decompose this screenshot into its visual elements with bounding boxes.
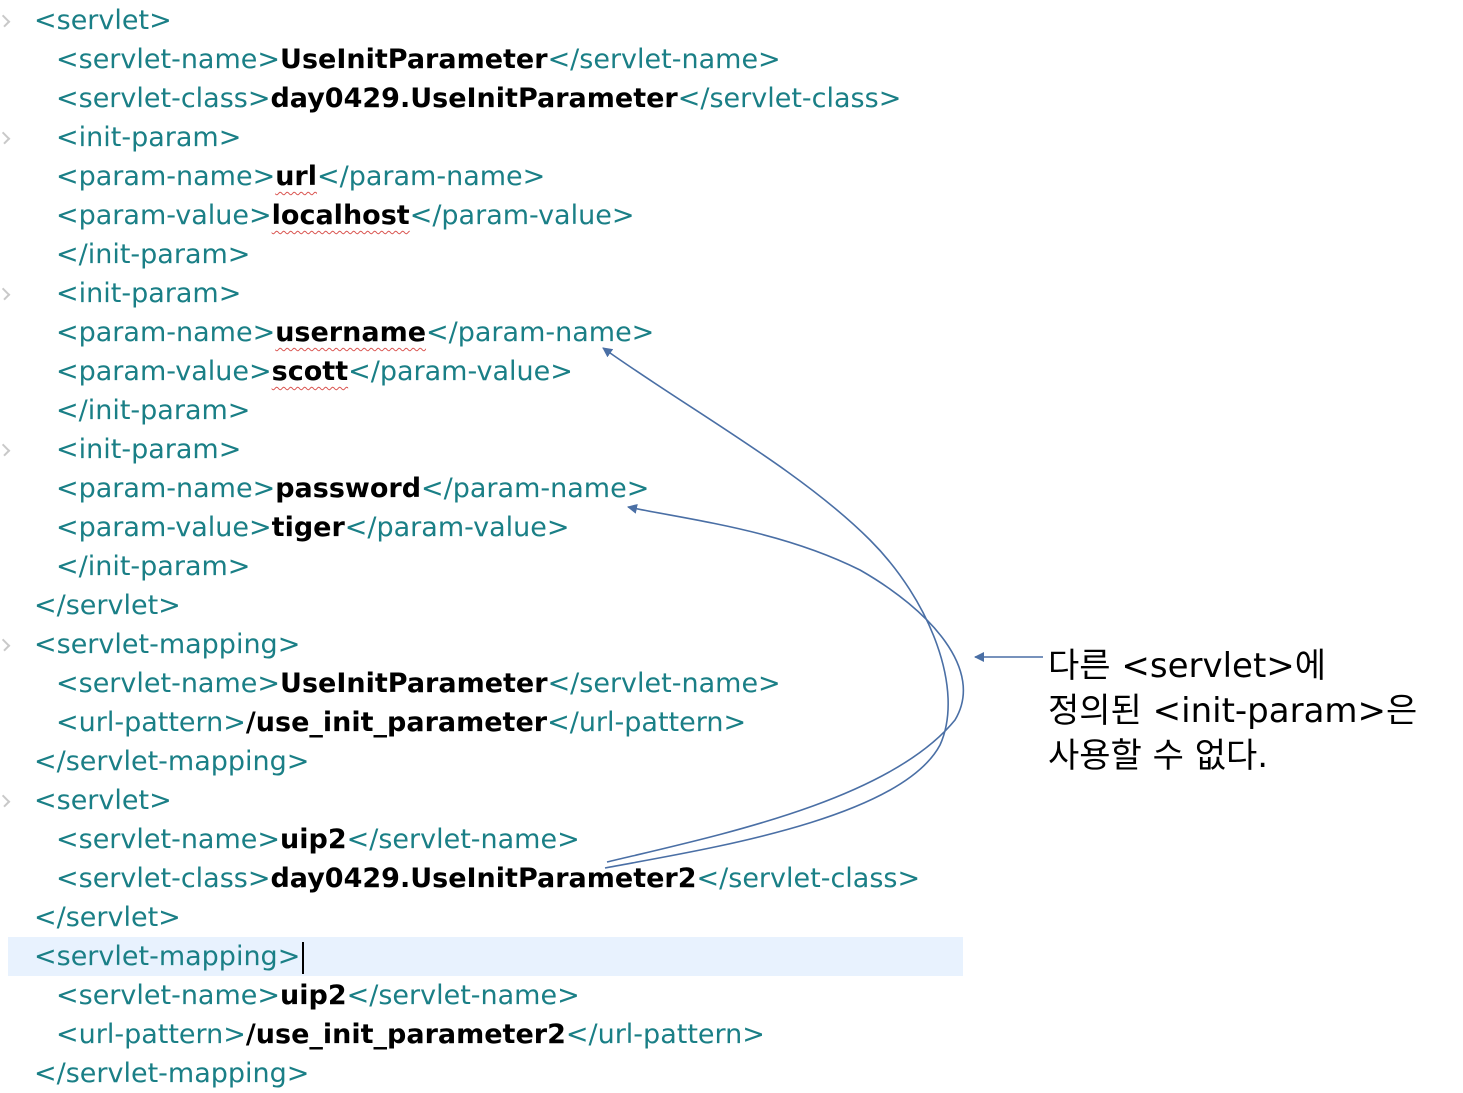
xml-tag: <init-param>	[56, 278, 242, 309]
xml-text: scott	[271, 356, 349, 387]
xml-text: username	[275, 317, 427, 348]
xml-tag: <url-pattern>	[56, 1019, 246, 1050]
annotation-line: 정의된 <init-param>은	[1048, 691, 1418, 731]
xml-tag: <servlet-name>	[56, 980, 281, 1011]
xml-tag: </init-param>	[56, 395, 251, 426]
text-cursor	[302, 941, 305, 974]
xml-tag: <servlet-name>	[56, 824, 281, 855]
fold-marker-icon[interactable]	[0, 638, 11, 652]
xml-close-tag: </servlet-name>	[547, 44, 781, 75]
xml-tag: <param-name>	[56, 473, 276, 504]
xml-text: day0429.UseInitParameter	[270, 83, 678, 114]
xml-close-tag: </url-pattern>	[565, 1019, 765, 1050]
xml-close-tag: </param-value>	[344, 512, 570, 543]
xml-tag: <servlet-mapping>	[34, 941, 301, 972]
xml-close-tag: </param-name>	[426, 317, 655, 348]
fold-marker-icon[interactable]	[0, 287, 11, 301]
fold-marker-icon[interactable]	[0, 443, 11, 457]
current-code-line[interactable]: <servlet-mapping>	[8, 937, 963, 976]
xml-close-tag: </servlet-class>	[696, 863, 921, 894]
xml-tag: </servlet>	[34, 590, 181, 621]
xml-tag: <servlet-class>	[56, 83, 271, 114]
annotation-note: 다른 <servlet>에 정의된 <init-param>은 사용할 수 없다…	[1048, 644, 1448, 779]
xml-close-tag: </param-value>	[409, 200, 635, 231]
xml-tag: <servlet-class>	[56, 863, 271, 894]
xml-tag: </servlet>	[34, 902, 181, 933]
xml-close-tag: </servlet-name>	[346, 824, 580, 855]
fold-marker-icon[interactable]	[0, 14, 11, 28]
xml-close-tag: </servlet-name>	[346, 980, 580, 1011]
xml-text: /use_init_parameter2	[245, 1019, 566, 1050]
xml-tag: </servlet-mapping>	[34, 1058, 310, 1089]
xml-tag: <url-pattern>	[56, 707, 246, 738]
xml-tag: </init-param>	[56, 239, 251, 270]
annotation-line: 다른 <servlet>에	[1048, 646, 1327, 686]
xml-tag: </init-param>	[56, 551, 251, 582]
xml-close-tag: </url-pattern>	[547, 707, 747, 738]
xml-tag: <servlet-name>	[56, 668, 281, 699]
xml-text: tiger	[271, 512, 345, 543]
xml-text: url	[275, 161, 317, 192]
xml-tag: <init-param>	[56, 434, 242, 465]
xml-text: UseInitParameter	[280, 44, 548, 75]
annotation-line: 사용할 수 없다.	[1048, 736, 1269, 776]
xml-tag: <servlet>	[34, 785, 172, 816]
xml-tag: <servlet>	[34, 5, 172, 36]
xml-text: /use_init_parameter	[245, 707, 548, 738]
xml-tag: <param-value>	[56, 200, 272, 231]
xml-close-tag: </param-value>	[348, 356, 573, 387]
xml-text: localhost	[271, 200, 410, 231]
xml-close-tag: </param-name>	[421, 473, 650, 504]
xml-close-tag: </servlet-name>	[547, 668, 781, 699]
xml-tag: <param-value>	[56, 356, 272, 387]
xml-tag: <init-param>	[56, 122, 242, 153]
xml-tag: <param-name>	[56, 317, 276, 348]
xml-text: uip2	[280, 824, 347, 855]
xml-tag: </servlet-mapping>	[34, 746, 310, 777]
xml-tag: <servlet-name>	[56, 44, 281, 75]
xml-tag: <servlet-mapping>	[34, 629, 301, 660]
xml-tag: <param-value>	[56, 512, 272, 543]
xml-text: UseInitParameter	[280, 668, 548, 699]
fold-marker-icon[interactable]	[0, 794, 11, 808]
xml-tag: <param-name>	[56, 161, 276, 192]
xml-text: day0429.UseInitParameter2	[270, 863, 697, 894]
xml-close-tag: </servlet-class>	[677, 83, 902, 114]
xml-editor[interactable]: <servlet> <servlet-name>UseInitParameter…	[0, 0, 1000, 1089]
fold-marker-icon[interactable]	[0, 131, 11, 145]
xml-text: uip2	[280, 980, 347, 1011]
xml-text: password	[275, 473, 422, 504]
xml-close-tag: </param-name>	[317, 161, 546, 192]
